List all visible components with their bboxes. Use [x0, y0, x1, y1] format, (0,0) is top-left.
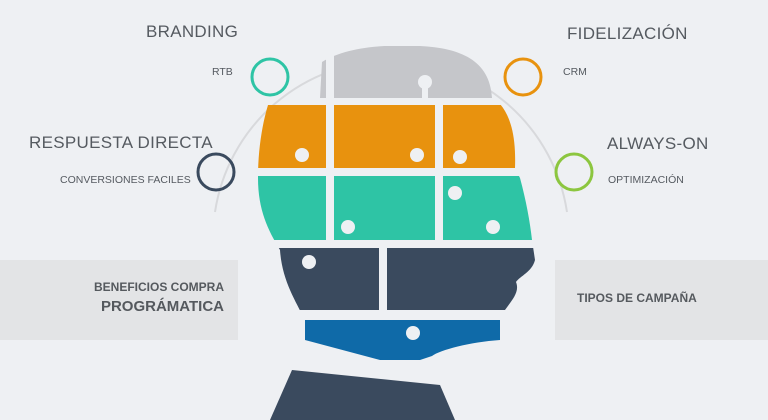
tipos-box: TIPOS DE CAMPAÑA	[555, 260, 768, 340]
branding-circle-icon	[250, 57, 290, 97]
fidelizacion-sub: CRM	[563, 66, 587, 78]
respuesta-circle-icon	[196, 152, 236, 192]
branding-title: BRANDING	[146, 22, 239, 41]
branding-sub: RTB	[212, 66, 233, 78]
puzzle-row-dark	[258, 248, 535, 310]
respuesta-sub: CONVERSIONES FACILES	[60, 174, 191, 186]
puzzle-row-blue	[300, 320, 510, 361]
puzzle-row-gray	[320, 46, 492, 98]
always-on-title: ALWAYS-ON	[607, 134, 709, 153]
beneficios-line2: PROGRÁMATICA	[100, 298, 224, 315]
shoulders	[270, 370, 455, 420]
tipos-label: TIPOS DE CAMPAÑA	[577, 291, 697, 305]
respuesta-title: RESPUESTA DIRECTA	[29, 133, 213, 152]
always-on-sub: OPTIMIZACIÓN	[608, 174, 684, 186]
always-on-circle-icon	[554, 152, 594, 192]
fidelizacion-title: FIDELIZACIÓN	[567, 24, 688, 43]
puzzle-seams	[295, 46, 500, 340]
beneficios-box: BENEFICIOS COMPRA PROGRÁMATICA	[0, 260, 238, 340]
beneficios-line1: BENEFICIOS COMPRA	[93, 280, 224, 294]
fidelizacion-circle-icon	[503, 57, 543, 97]
